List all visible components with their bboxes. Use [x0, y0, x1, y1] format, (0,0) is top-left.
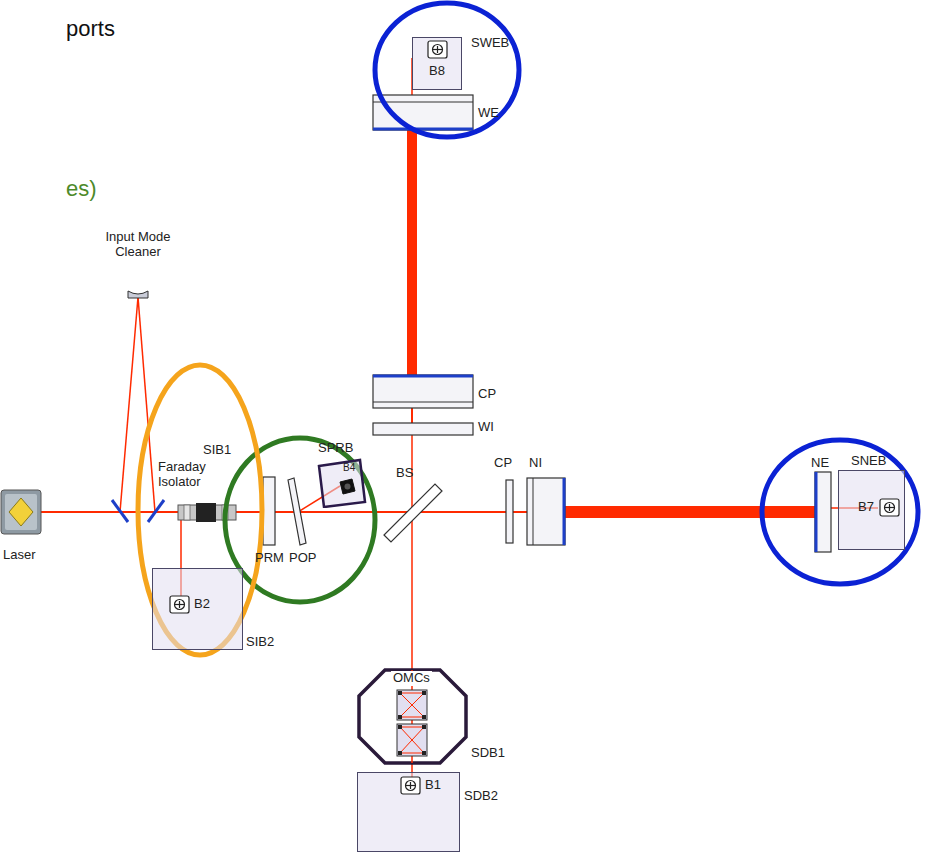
component-label: CP — [478, 387, 496, 402]
detector-label: B2 — [194, 597, 210, 612]
component-label: WI — [478, 420, 494, 435]
component-label: NI — [529, 456, 542, 471]
photodiode-icon — [427, 40, 449, 60]
component-label: PRM — [255, 551, 284, 566]
mode-cleaner-mirror — [128, 291, 148, 298]
north-end-mirror — [815, 472, 831, 552]
bench-label: SDB1 — [471, 746, 505, 761]
optical-bench: SWEBB8 — [412, 37, 462, 90]
bench-label: SIB2 — [246, 635, 274, 650]
mirror-coating — [563, 478, 566, 545]
detector-label: B4 — [343, 462, 355, 474]
component-label: Input Mode Cleaner — [103, 230, 173, 260]
optical-bench: SPRBB4 — [315, 458, 367, 508]
component-label: ports — [66, 16, 115, 41]
mirror-edge — [373, 402, 473, 403]
compensation-plate — [506, 480, 513, 543]
laser-beams — [40, 58, 878, 782]
photodiode-icon — [879, 498, 901, 518]
pop-plate — [288, 478, 306, 545]
optical-bench: SDB2B1 — [357, 772, 460, 852]
photodiode-icon — [169, 595, 191, 615]
prm-mirror — [263, 477, 275, 545]
compensation-plate — [373, 423, 473, 435]
photodiode: B7 — [857, 495, 903, 519]
mirror-edge — [373, 102, 473, 103]
component-label: WE — [478, 106, 499, 121]
bench-label: SDB2 — [464, 789, 498, 804]
component-label: NE — [811, 456, 829, 471]
optical-bench: SIB2B2 — [152, 568, 243, 650]
bench-label: SWEB — [471, 36, 509, 51]
laser-icon — [1, 490, 41, 534]
component-label: BS — [396, 466, 413, 481]
photodiode: B2 — [169, 593, 219, 615]
photodiode: B1 — [400, 774, 450, 796]
detector-label: B1 — [425, 778, 441, 793]
mirror-coating — [373, 128, 473, 131]
photodiode: B8 — [417, 40, 457, 88]
component-label: POP — [289, 551, 316, 566]
bench-label: SNEB — [851, 454, 886, 469]
beam-splitter — [384, 484, 442, 542]
component-label: SIB1 — [203, 443, 231, 458]
west-input-mirror — [373, 375, 473, 408]
mirror-coating — [373, 375, 473, 378]
photodiode-icon — [337, 477, 359, 497]
highlight-circle — [762, 440, 918, 584]
bench-label: SPRB — [318, 441, 353, 456]
photodiode-icon — [400, 776, 422, 796]
component-label: Faraday Isolator — [158, 460, 216, 490]
photodiode: B4 — [329, 464, 363, 498]
detector-label: B7 — [858, 500, 874, 515]
component-label: Laser — [3, 548, 36, 563]
optical-bench: SNEBB7 — [838, 470, 905, 550]
omc-bench: OMCsSDB1 — [357, 668, 468, 765]
component-label: es) — [66, 176, 97, 201]
highlight-circle — [375, 3, 519, 137]
detector-label: B8 — [429, 64, 445, 79]
highlight-ellipse — [138, 365, 262, 655]
mirror-edge — [533, 478, 534, 545]
highlight-ellipse — [225, 438, 375, 602]
bench-label: OMCs — [391, 671, 432, 686]
mirror-coating — [815, 472, 818, 552]
north-input-mirror — [527, 478, 565, 545]
component-label: CP — [494, 456, 512, 471]
